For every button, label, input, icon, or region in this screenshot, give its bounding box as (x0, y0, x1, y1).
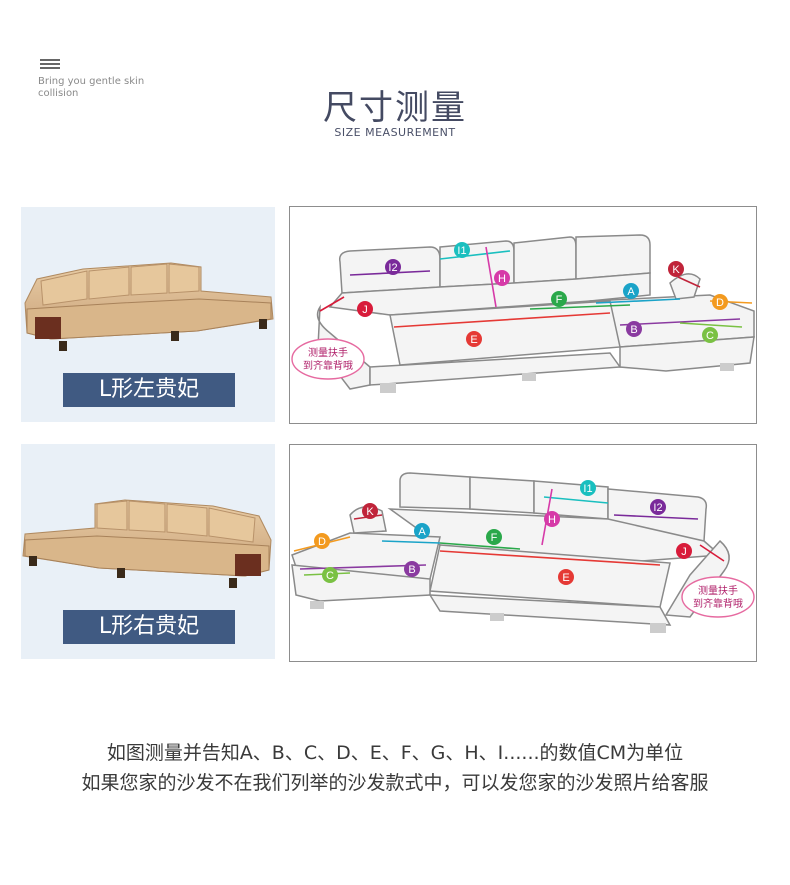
svg-text:F: F (556, 294, 563, 306)
marker-i2: I2 (650, 499, 666, 515)
marker-j: J (357, 301, 373, 317)
marker-c: C (322, 567, 338, 583)
svg-text:I1: I1 (457, 245, 466, 257)
svg-text:E: E (470, 334, 477, 346)
marker-c: C (702, 327, 718, 343)
sofa-photo-right-chaise: L形右贵妃 (21, 444, 275, 659)
svg-text:H: H (498, 273, 506, 285)
svg-text:B: B (630, 324, 637, 336)
menu-icon[interactable] (40, 59, 60, 69)
marker-b: B (626, 321, 642, 337)
svg-text:J: J (362, 304, 368, 316)
svg-text:A: A (418, 526, 426, 538)
svg-text:B: B (408, 564, 415, 576)
svg-text:K: K (672, 264, 680, 276)
marker-h: H (544, 511, 560, 527)
armrest-note: 测量扶手 到齐靠背哦 (681, 576, 755, 618)
marker-d: D (712, 294, 728, 310)
marker-i2: I2 (385, 259, 401, 275)
sofa-right-chaise-image (22, 499, 272, 588)
measurement-diagram-left-chaise: I2 I1 H J E F A K D B C 测量扶手 到齐靠背哦 (289, 206, 757, 424)
svg-text:H: H (548, 514, 556, 526)
svg-text:F: F (491, 532, 498, 544)
sofa-photo-left-chaise: L形左贵妃 (21, 207, 275, 422)
marker-a: A (623, 283, 639, 299)
marker-a: A (414, 523, 430, 539)
measurement-diagram-right-chaise: I2 I1 H J E F A K D B C 测量扶手 到齐靠背哦 (289, 444, 757, 662)
svg-text:测量扶手: 测量扶手 (308, 346, 348, 359)
svg-text:C: C (326, 570, 334, 582)
svg-text:到齐靠背哦: 到齐靠背哦 (693, 597, 743, 610)
model-label-right-chaise: L形右贵妃 (63, 610, 235, 644)
svg-text:D: D (318, 536, 326, 548)
svg-text:测量扶手: 测量扶手 (698, 584, 738, 597)
marker-e: E (558, 569, 574, 585)
marker-i1: I1 (454, 242, 470, 258)
svg-text:I1: I1 (583, 483, 592, 495)
tagline-line-2: collision (38, 88, 79, 99)
marker-f: F (486, 529, 502, 545)
sofa-outline-left-chaise: I2 I1 H J E F A K D B C 测量扶手 到齐靠背哦 (291, 234, 755, 393)
svg-text:到齐靠背哦: 到齐靠背哦 (303, 359, 353, 372)
svg-text:E: E (562, 572, 569, 584)
sofa-outline-right-chaise: I2 I1 H J E F A K D B C 测量扶手 到齐靠背哦 (291, 472, 755, 633)
tagline-line-1: Bring you gentle skin (38, 76, 145, 87)
svg-text:I2: I2 (388, 262, 397, 274)
model-label-left-chaise: L形左贵妃 (63, 373, 235, 407)
marker-k: K (362, 503, 378, 519)
page-title: 尺寸测量 (323, 88, 467, 128)
marker-f: F (551, 291, 567, 307)
marker-e: E (466, 331, 482, 347)
svg-text:D: D (716, 297, 724, 309)
marker-j: J (676, 543, 692, 559)
marker-d: D (314, 533, 330, 549)
marker-b: B (404, 561, 420, 577)
tagline: Bring you gentle skin collision (38, 76, 178, 100)
marker-i1: I1 (580, 480, 596, 496)
svg-text:A: A (627, 286, 635, 298)
svg-text:J: J (681, 546, 687, 558)
instruction-line-2: 如果您家的沙发不在我们列举的沙发款式中，可以发您家的沙发照片给客服 (81, 772, 709, 794)
svg-text:K: K (366, 506, 374, 518)
armrest-note: 测量扶手 到齐靠背哦 (291, 338, 365, 380)
svg-text:I2: I2 (653, 502, 662, 514)
marker-h: H (494, 270, 510, 286)
page-subtitle: SIZE MEASUREMENT (334, 126, 456, 139)
marker-k: K (668, 261, 684, 277)
svg-text:C: C (706, 330, 714, 342)
sofa-left-chaise-image (24, 262, 274, 351)
instruction-line-1: 如图测量并告知A、B、C、D、E、F、G、H、I......的数值CM为单位 (106, 742, 684, 764)
